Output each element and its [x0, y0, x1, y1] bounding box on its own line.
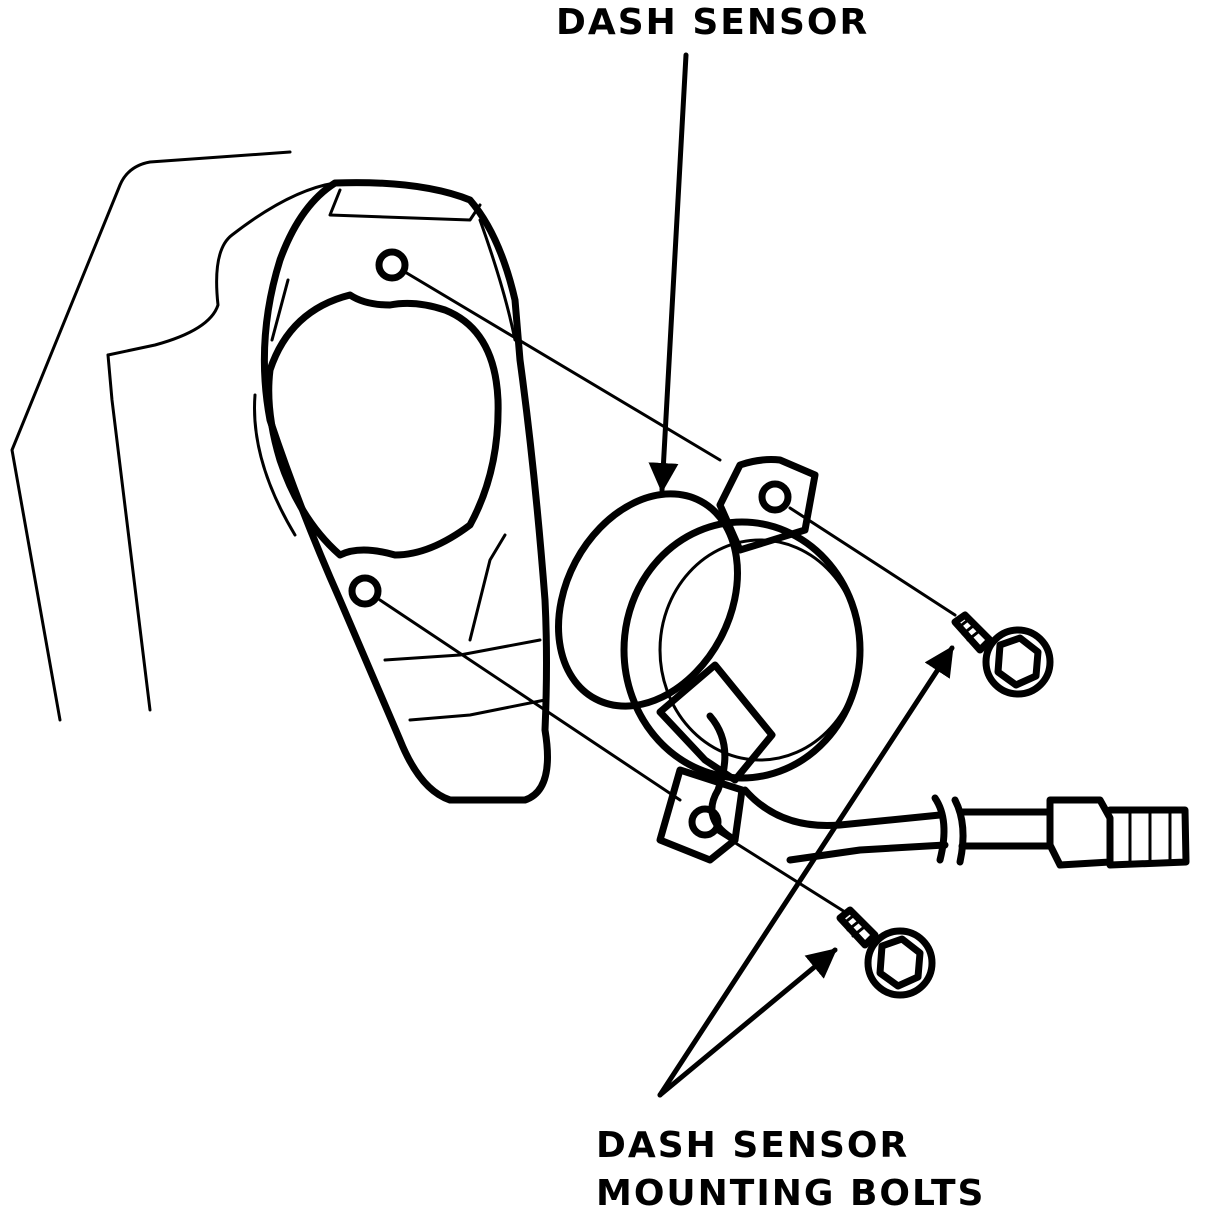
- mounting-bolts-label: DASH SENSOR MOUNTING BOLTS: [596, 1122, 985, 1218]
- sensor-recess: [265, 248, 502, 608]
- mounting-bolt-upper: [951, 611, 1054, 698]
- alignment-lines: [378, 270, 957, 914]
- dash-sensor-label: DASH SENSOR: [556, 2, 870, 43]
- engine-block-outline: [10, 150, 337, 722]
- dash-sensor-body: [555, 456, 864, 864]
- mounting-bolt-lower: [836, 906, 936, 999]
- mounting-bolts-label-line2: MOUNTING BOLTS: [596, 1173, 986, 1214]
- sensor-wire-harness: [741, 786, 1190, 869]
- mounting-bolts-label-line1: DASH SENSOR: [596, 1125, 910, 1166]
- leader-arrows: [648, 52, 955, 1098]
